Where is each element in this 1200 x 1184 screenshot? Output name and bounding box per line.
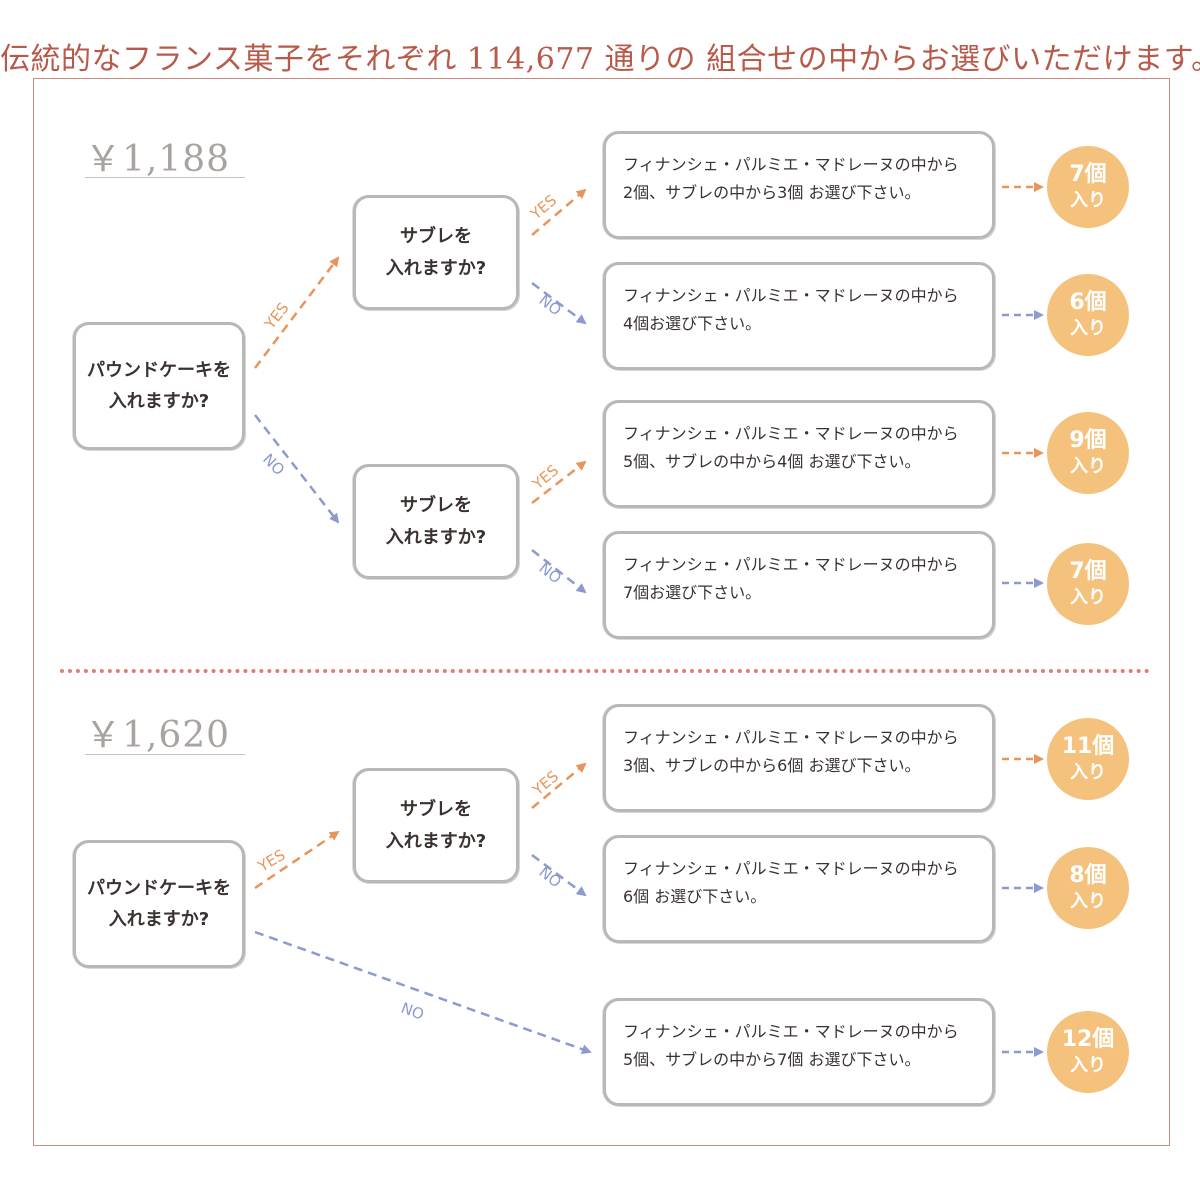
count-suffix: 入り: [1070, 762, 1106, 784]
question-sable: サブレを 入れますか?: [353, 195, 519, 310]
count-badge: 8個 入り: [1047, 847, 1129, 929]
outcome-box: フィナンシェ・パルミエ・マドレーヌの中から 5個、サブレの中から4個 お選び下さ…: [603, 400, 995, 508]
arrow-yes-s1b: [531, 460, 587, 504]
arrow-no-root1: [254, 414, 340, 524]
arrow-yes-s2: [531, 762, 587, 809]
arrow-no-s1a: [531, 282, 587, 325]
price-1188: ￥1,188: [85, 139, 231, 180]
count-badge: 12個 入り: [1047, 1011, 1129, 1093]
no-label: NO: [536, 291, 565, 319]
no-label: NO: [536, 863, 565, 891]
count-number: 9個: [1069, 428, 1107, 453]
arrow-yes-root1: [254, 256, 340, 369]
count-number: 6個: [1069, 290, 1107, 315]
question-text: サブレを 入れますか?: [385, 799, 487, 852]
no-label: NO: [259, 450, 288, 479]
count-badge: 7個 入り: [1047, 146, 1129, 228]
count-number: 7個: [1069, 162, 1107, 187]
question-sable: サブレを 入れますか?: [353, 464, 519, 579]
yes-label: YES: [526, 191, 560, 224]
count-number: 7個: [1069, 559, 1107, 584]
outcome-text: フィナンシェ・パルミエ・マドレーヌの中から 3個、サブレの中から6個 お選び下さ…: [623, 728, 959, 775]
count-badge: 11個 入り: [1047, 718, 1129, 800]
count-suffix: 入り: [1070, 190, 1106, 212]
outcome-text: フィナンシェ・パルミエ・マドレーヌの中から 5個、サブレの中から4個 お選び下さ…: [623, 424, 959, 471]
question-text: サブレを 入れますか?: [385, 226, 487, 279]
count-number: 8個: [1069, 863, 1107, 888]
count-suffix: 入り: [1070, 1055, 1106, 1077]
count-badge: 7個 入り: [1047, 543, 1129, 625]
arrow-yes-root2: [254, 830, 340, 890]
no-label: NO: [399, 999, 427, 1024]
outcome-text: フィナンシェ・パルミエ・マドレーヌの中から 6個 お選び下さい。: [623, 859, 959, 906]
diagram-frame: [33, 78, 1170, 1146]
question-pound-cake: パウンドケーキを 入れますか?: [73, 322, 245, 450]
count-suffix: 入り: [1070, 456, 1106, 478]
outcome-text: フィナンシェ・パルミエ・マドレーヌの中から 4個お選び下さい。: [623, 286, 959, 333]
outcome-box: フィナンシェ・パルミエ・マドレーヌの中から 2個、サブレの中から3個 お選び下さ…: [603, 131, 995, 239]
yes-label: YES: [528, 767, 562, 800]
question-text: パウンドケーキを 入れますか?: [87, 359, 231, 413]
count-suffix: 入り: [1070, 318, 1106, 340]
price-1620: ￥1,620: [85, 715, 231, 756]
count-suffix: 入り: [1070, 891, 1106, 913]
outcome-box: フィナンシェ・パルミエ・マドレーヌの中から 4個お選び下さい。: [603, 262, 995, 370]
count-badge: 9個 入り: [1047, 412, 1129, 494]
yes-label: YES: [260, 299, 292, 333]
arrow-yes-s1a: [531, 188, 587, 236]
question-text: パウンドケーキを 入れますか?: [87, 877, 231, 931]
count-badge: 6個 入り: [1047, 274, 1129, 356]
yes-label: YES: [254, 846, 288, 876]
outcome-box: フィナンシェ・パルミエ・マドレーヌの中から 3個、サブレの中から6個 お選び下さ…: [603, 704, 995, 812]
count-suffix: 入り: [1070, 587, 1106, 609]
outcome-box: フィナンシェ・パルミエ・マドレーヌの中から 6個 お選び下さい。: [603, 835, 995, 943]
outcome-box: フィナンシェ・パルミエ・マドレーヌの中から 7個お選び下さい。: [603, 531, 995, 639]
arrow-no-root2: [254, 930, 592, 1055]
question-pound-cake: パウンドケーキを 入れますか?: [73, 840, 245, 968]
price-underline: [85, 177, 245, 178]
outcome-text: フィナンシェ・パルミエ・マドレーヌの中から 2個、サブレの中から3個 お選び下さ…: [623, 155, 959, 202]
question-text: サブレを 入れますか?: [385, 495, 487, 548]
section-divider: [60, 669, 1150, 673]
arrow-no-s1b: [531, 549, 587, 594]
count-number: 11個: [1061, 734, 1115, 759]
no-label: NO: [536, 559, 565, 587]
outcome-text: フィナンシェ・パルミエ・マドレーヌの中から 7個お選び下さい。: [623, 555, 959, 602]
price-underline: [85, 754, 245, 755]
count-number: 12個: [1061, 1027, 1115, 1052]
question-sable: サブレを 入れますか?: [353, 768, 519, 883]
outcome-box: フィナンシェ・パルミエ・マドレーヌの中から 5個、サブレの中から7個 お選び下さ…: [603, 998, 995, 1106]
arrow-no-s2: [531, 854, 587, 897]
outcome-text: フィナンシェ・パルミエ・マドレーヌの中から 5個、サブレの中から7個 お選び下さ…: [623, 1022, 959, 1069]
yes-label: YES: [528, 461, 562, 494]
page-title: 伝統的なフランス菓子をそれぞれ 114,677 通りの 組合せの中からお選びいた…: [0, 42, 1200, 77]
